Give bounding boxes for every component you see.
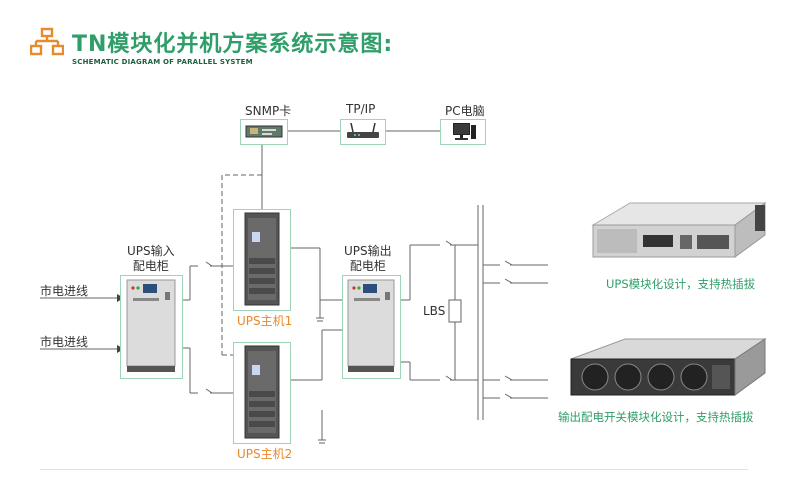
cabinet-icon — [347, 279, 395, 372]
switch-module-caption: 输出配电开关模块化设计，支持热插拔 — [558, 410, 754, 424]
router-icon — [347, 122, 379, 138]
mains-input-label-1: 市电进线 — [40, 284, 89, 298]
ups-module-photo — [591, 202, 767, 258]
output-distribution-cabinet — [342, 275, 401, 379]
header: TN模块化并机方案系统示意图: SCHEMATIC DIAGRAM OF PAR… — [30, 26, 394, 66]
pc-label: PC电脑 — [445, 104, 485, 118]
output-cabinet-label: UPS输出 配电柜 — [344, 244, 392, 273]
router — [340, 119, 386, 145]
ups-host-1 — [233, 209, 291, 311]
cabinet-icon — [126, 279, 176, 372]
network-hierarchy-icon — [30, 27, 64, 56]
ups-rack-icon — [244, 345, 280, 439]
page-subtitle: SCHEMATIC DIAGRAM OF PARALLEL SYSTEM — [72, 58, 253, 66]
ups-rack-icon — [244, 212, 280, 306]
snmp-card — [240, 119, 288, 145]
network-card-icon — [245, 125, 283, 138]
switch-module-photo — [570, 338, 767, 396]
snmp-card-label: SNMP卡 — [245, 104, 292, 118]
lbs-label: LBS — [423, 304, 446, 318]
pc-computer — [440, 119, 486, 145]
footer-divider — [40, 469, 748, 470]
mains-input-label-2: 市电进线 — [40, 335, 89, 349]
tpip-label: TP/IP — [346, 102, 376, 116]
ups-module-caption: UPS模块化设计，支持热插拔 — [606, 277, 756, 291]
input-distribution-cabinet — [120, 275, 183, 379]
ups-host-2-label: UPS主机2 — [237, 447, 293, 461]
ups-host-1-label: UPS主机1 — [237, 314, 293, 328]
input-cabinet-label: UPS输入 配电柜 — [127, 244, 175, 273]
computer-icon — [453, 123, 476, 140]
page-title: TN模块化并机方案系统示意图: — [72, 32, 394, 57]
ups-host-2 — [233, 342, 291, 444]
